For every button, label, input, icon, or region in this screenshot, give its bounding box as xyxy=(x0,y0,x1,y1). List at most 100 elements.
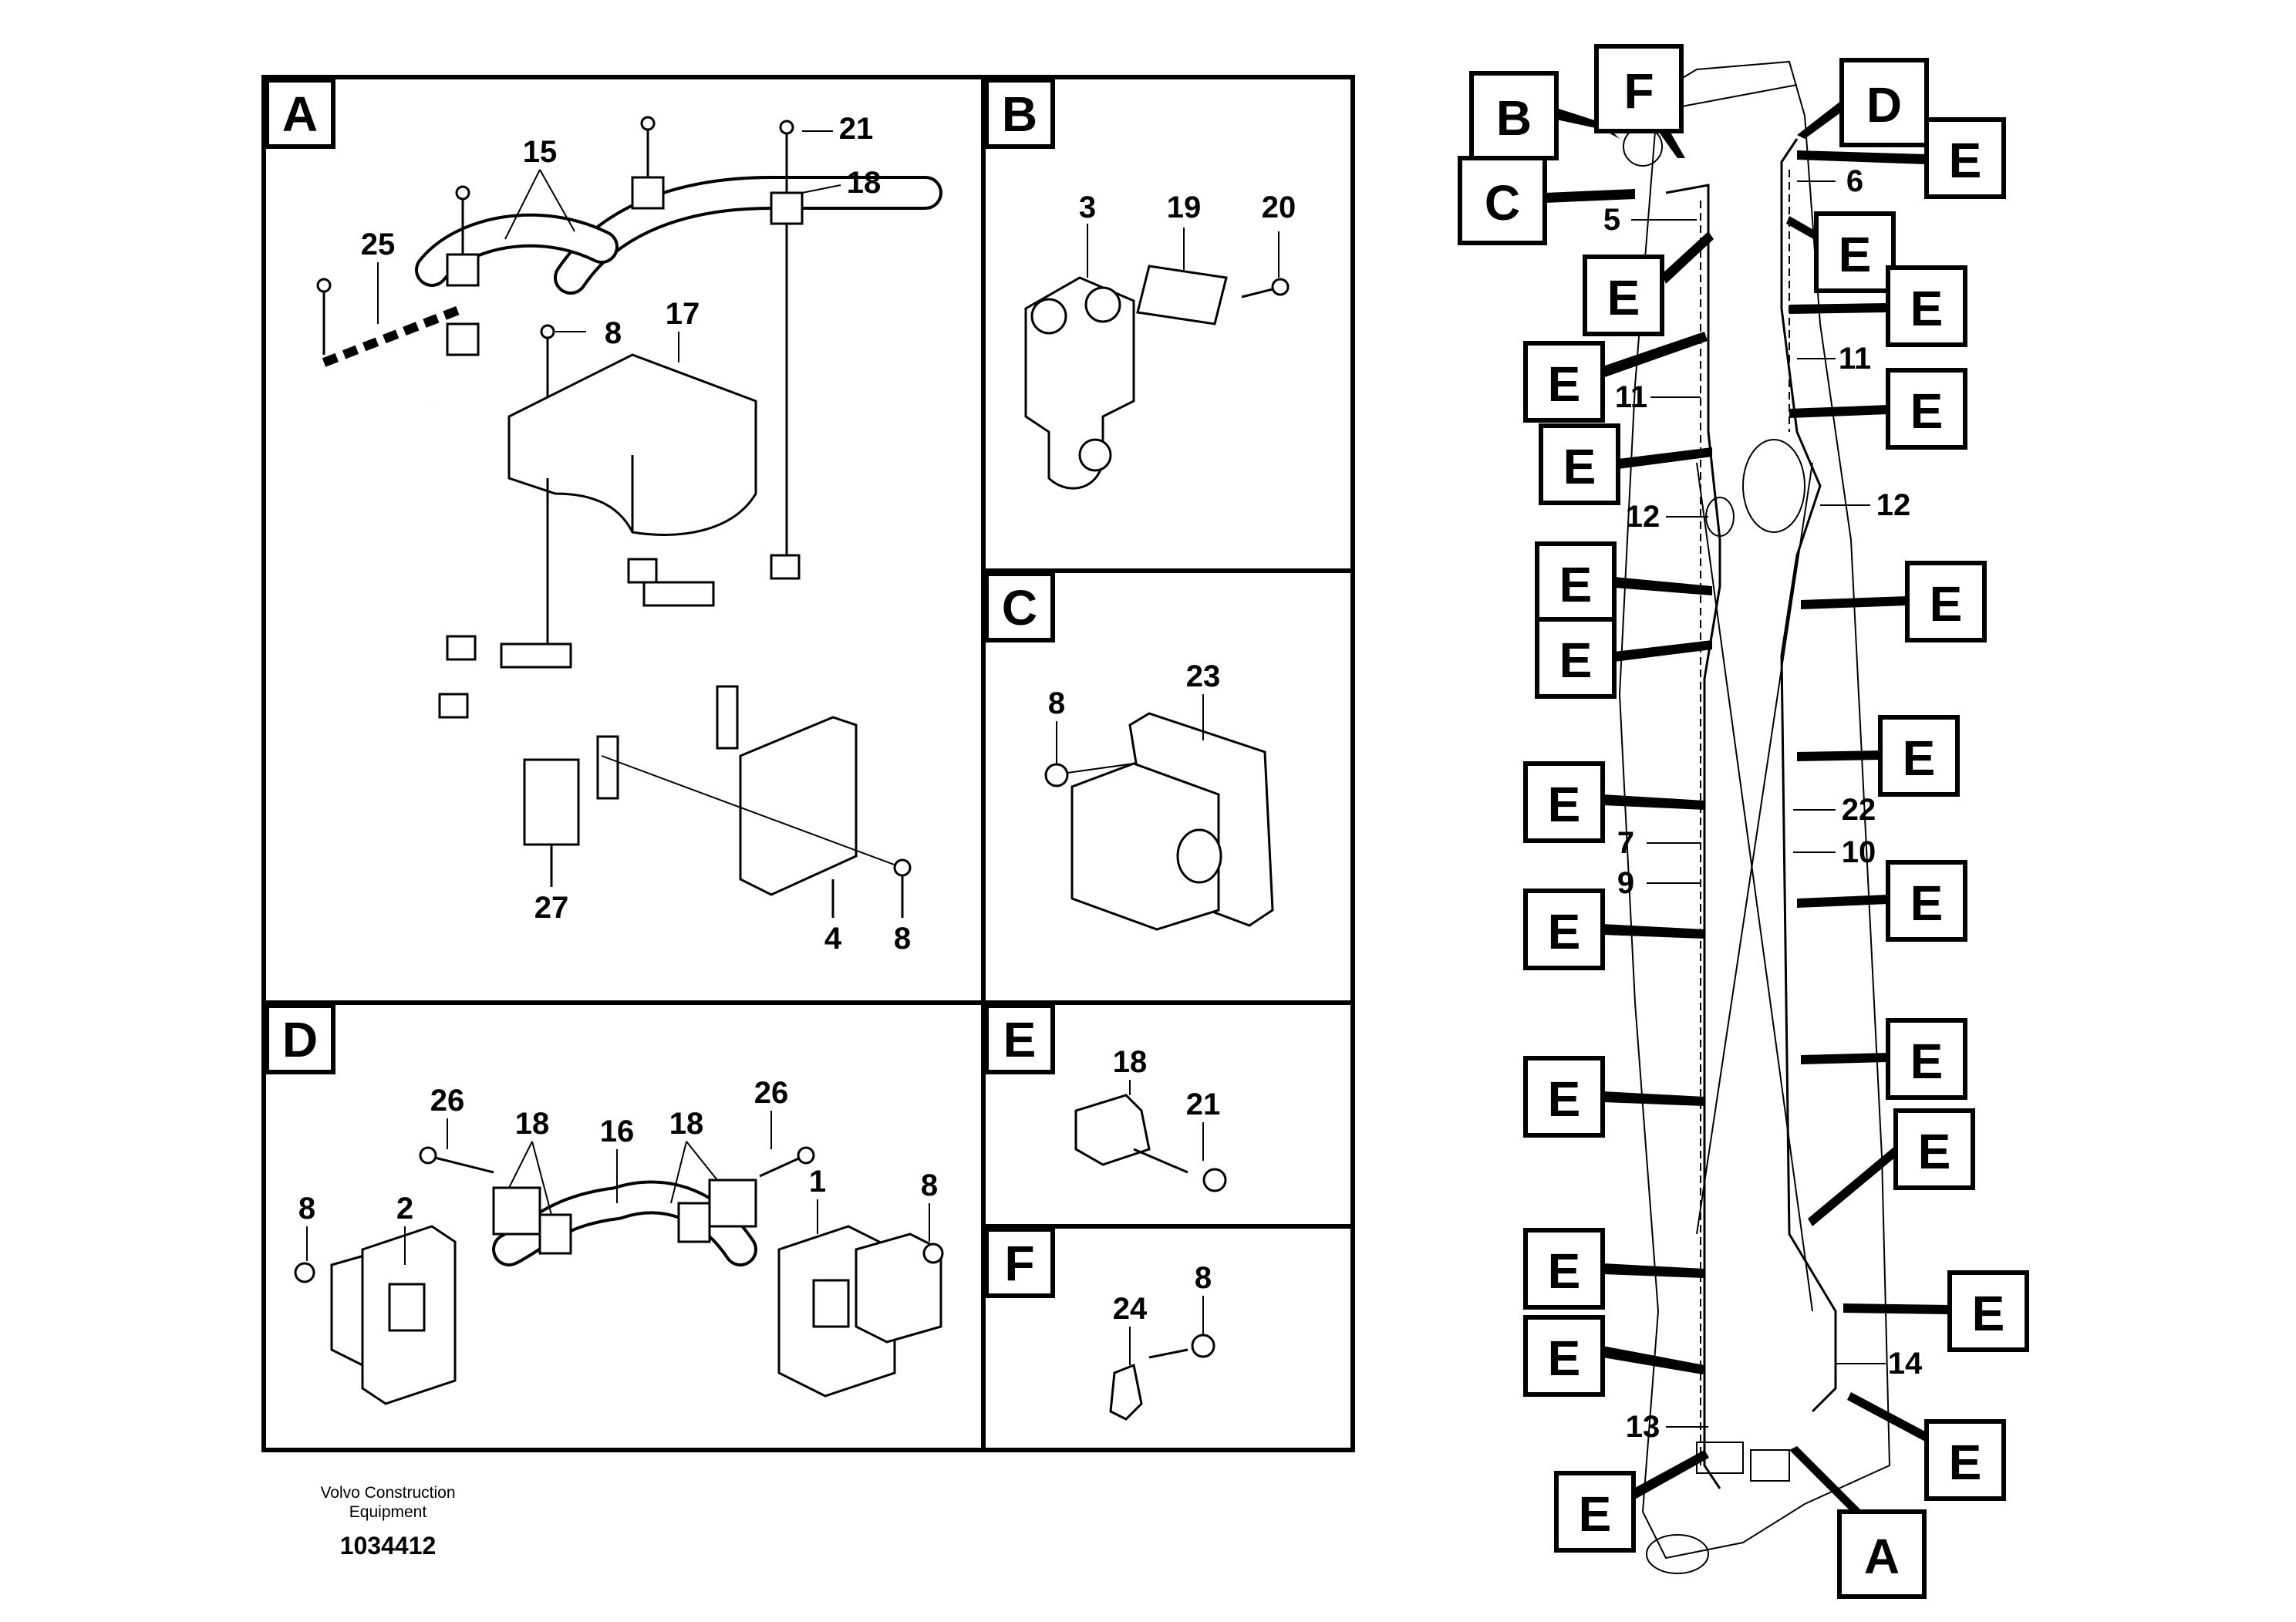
callout-e-l9-letter: E xyxy=(1548,1243,1581,1299)
company-name-line1: Volvo Construction xyxy=(320,1484,455,1502)
callout-a-letter: A xyxy=(1864,1529,1900,1584)
label-8-left: 8 xyxy=(298,1192,315,1226)
callout-e-r5-letter: E xyxy=(1930,576,1963,632)
panel-f: F 24 8 xyxy=(984,1227,1215,1421)
boom-labels: 5 6 11 11 12 12 22 10 7 9 14 13 xyxy=(1603,164,1923,1444)
panel-a-tag xyxy=(265,78,335,149)
boom-callouts: B F D C A xyxy=(1458,44,1929,1599)
callout-e-r9-letter: E xyxy=(1918,1124,1951,1179)
detail-grid xyxy=(261,75,1355,1452)
label-19: 19 xyxy=(1167,191,1202,224)
panel-e-tag xyxy=(984,1003,1055,1074)
detail-grid-frame xyxy=(261,75,1355,1452)
callout-b xyxy=(1469,71,1559,160)
panel-f-tag xyxy=(984,1227,1055,1298)
panel-c-letter: C xyxy=(1002,580,1037,636)
callout-e-l7-letter: E xyxy=(1548,904,1581,959)
panel-a-letter: A xyxy=(282,86,318,142)
label-27: 27 xyxy=(534,891,569,925)
callout-f xyxy=(1594,44,1684,133)
label-8-bottom: 8 xyxy=(894,922,911,956)
callout-e-r10-letter: E xyxy=(1972,1286,2005,1341)
callout-e-r8-letter: E xyxy=(1910,1034,1944,1089)
label-8: 8 xyxy=(1195,1261,1212,1295)
label-21: 21 xyxy=(839,112,874,146)
label-16: 16 xyxy=(600,1114,635,1148)
callout-e-r9 xyxy=(1893,1108,1975,1190)
e-callouts-left: E E E E E E E E E E E xyxy=(1523,231,1714,1553)
label-26-left: 26 xyxy=(430,1084,465,1118)
callout-d-letter: D xyxy=(1866,77,1902,133)
label-26-right: 26 xyxy=(754,1076,789,1110)
callout-e-l4-letter: E xyxy=(1559,557,1593,612)
boom-label-14: 14 xyxy=(1888,1347,1923,1381)
panel-a: A xyxy=(265,78,942,956)
callout-e-l1-letter: E xyxy=(1607,270,1640,325)
boom-label-10: 10 xyxy=(1842,835,1876,869)
callout-e-r7 xyxy=(1886,860,1967,942)
label-15: 15 xyxy=(523,135,558,169)
boom-label-7: 7 xyxy=(1617,826,1634,860)
boom-label-5: 5 xyxy=(1603,203,1620,237)
callout-e-r1-letter: E xyxy=(1949,133,1982,188)
callout-e-l5 xyxy=(1535,617,1617,699)
callout-e-l3-letter: E xyxy=(1563,439,1596,494)
label-17: 17 xyxy=(666,297,700,331)
label-20: 20 xyxy=(1262,191,1296,224)
callout-b-letter: B xyxy=(1496,90,1532,146)
label-18-right: 18 xyxy=(669,1107,704,1141)
label-24: 24 xyxy=(1113,1292,1148,1326)
callout-e-l7 xyxy=(1523,889,1605,970)
label-21: 21 xyxy=(1186,1088,1221,1121)
e-callouts-right: E E E E E E E E E E E xyxy=(1786,117,2029,1501)
panel-e-letter: E xyxy=(1003,1012,1037,1067)
callout-e-l6 xyxy=(1523,761,1605,843)
label-1: 1 xyxy=(809,1165,826,1199)
callout-e-l11-letter: E xyxy=(1579,1486,1612,1542)
company-name-line2: Equipment xyxy=(349,1503,427,1521)
label-2: 2 xyxy=(396,1192,413,1226)
label-4: 4 xyxy=(824,922,842,956)
panel-f-letter: F xyxy=(1004,1236,1034,1291)
callout-e-l4 xyxy=(1535,541,1617,623)
callout-e-r5 xyxy=(1905,561,1987,642)
panel-e: E 18 21 xyxy=(984,1003,1227,1192)
callout-e-r7-letter: E xyxy=(1910,875,1944,931)
label-18: 18 xyxy=(1113,1045,1148,1079)
boom-label-12-left: 12 xyxy=(1626,500,1660,534)
callout-e-l5-letter: E xyxy=(1559,632,1593,688)
callout-c xyxy=(1458,156,1547,245)
label-18-left: 18 xyxy=(515,1107,550,1141)
drawing-number: 1034412 xyxy=(340,1532,437,1560)
footer: Volvo Construction Equipment 1034412 xyxy=(320,1484,455,1560)
callout-e-r6 xyxy=(1878,715,1960,797)
callout-f-letter: F xyxy=(1623,63,1654,119)
callout-e-l8 xyxy=(1523,1056,1605,1138)
callout-e-r3-letter: E xyxy=(1910,281,1944,336)
boom-label-11-right: 11 xyxy=(1839,342,1871,376)
callout-e-l2-letter: E xyxy=(1548,356,1581,412)
callout-e-l6-letter: E xyxy=(1548,777,1581,832)
boom-label-13: 13 xyxy=(1626,1410,1660,1444)
boom-label-9: 9 xyxy=(1617,866,1634,900)
label-8: 8 xyxy=(1048,686,1065,720)
callout-e-r10 xyxy=(1947,1270,2029,1352)
label-18: 18 xyxy=(847,166,882,200)
boom-view xyxy=(1618,60,1891,1574)
callout-e-r4-letter: E xyxy=(1910,383,1944,439)
callout-c-letter: C xyxy=(1485,175,1520,231)
label-8-top: 8 xyxy=(605,316,622,350)
panel-b-letter: B xyxy=(1002,86,1037,142)
panel-d-tag xyxy=(265,1003,335,1074)
panel-b-tag xyxy=(984,78,1055,149)
label-23: 23 xyxy=(1186,659,1221,693)
label-8-right: 8 xyxy=(921,1168,938,1202)
panel-d: D 26 18 16 18 26 8 xyxy=(265,1003,944,1405)
callout-e-r8 xyxy=(1886,1018,1967,1100)
label-25: 25 xyxy=(361,228,396,261)
callout-e-r11-letter: E xyxy=(1949,1435,1982,1490)
callout-e-l9 xyxy=(1523,1228,1605,1310)
boom-label-11-left: 11 xyxy=(1615,380,1647,414)
boom-label-22: 22 xyxy=(1842,793,1876,827)
